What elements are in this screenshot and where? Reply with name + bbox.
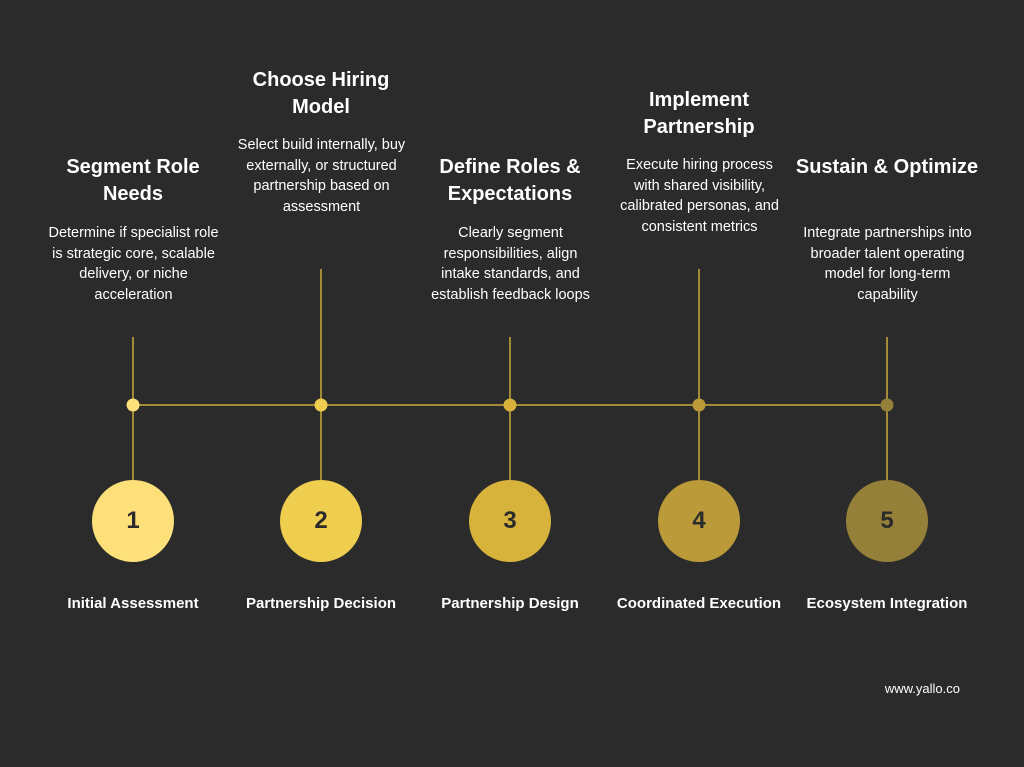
timeline-dot — [314, 398, 328, 412]
website-url: www.yallo.co — [884, 681, 960, 696]
step-label: Coordinated Execution — [616, 595, 782, 612]
step-title: Sustain & Optimize — [795, 156, 979, 178]
step-title: Implement Partnership — [643, 89, 755, 138]
step-title: Choose Hiring Model — [252, 69, 390, 118]
step-description: Integrate partnerships into broader tale… — [803, 225, 972, 303]
step-description: Determine if specialist role is strategi… — [48, 225, 219, 303]
step-label: Initial Assessment — [67, 595, 199, 612]
timeline-dot — [126, 398, 140, 412]
step-number-circle: 1 — [92, 480, 174, 562]
step-number-circle: 3 — [469, 480, 551, 562]
step-number-circle: 5 — [846, 480, 928, 562]
timeline-dot — [692, 398, 706, 412]
step-description: Clearly segment responsibilities, align … — [431, 225, 590, 303]
step-title: Define Roles & Expectations — [439, 156, 581, 205]
step-label: Partnership Decision — [245, 595, 397, 612]
step-description: Execute hiring process with shared visib… — [620, 157, 779, 235]
step-title: Segment Role Needs — [66, 156, 200, 205]
timeline-dot — [880, 398, 894, 412]
step-number-circle: 4 — [658, 480, 740, 562]
timeline-dot — [503, 398, 517, 412]
step-label: Ecosystem Integration — [806, 595, 968, 612]
step-number-circle: 2 — [280, 480, 362, 562]
step-description: Select build internally, buy externally,… — [237, 137, 406, 215]
step-label: Partnership Design — [441, 595, 579, 612]
